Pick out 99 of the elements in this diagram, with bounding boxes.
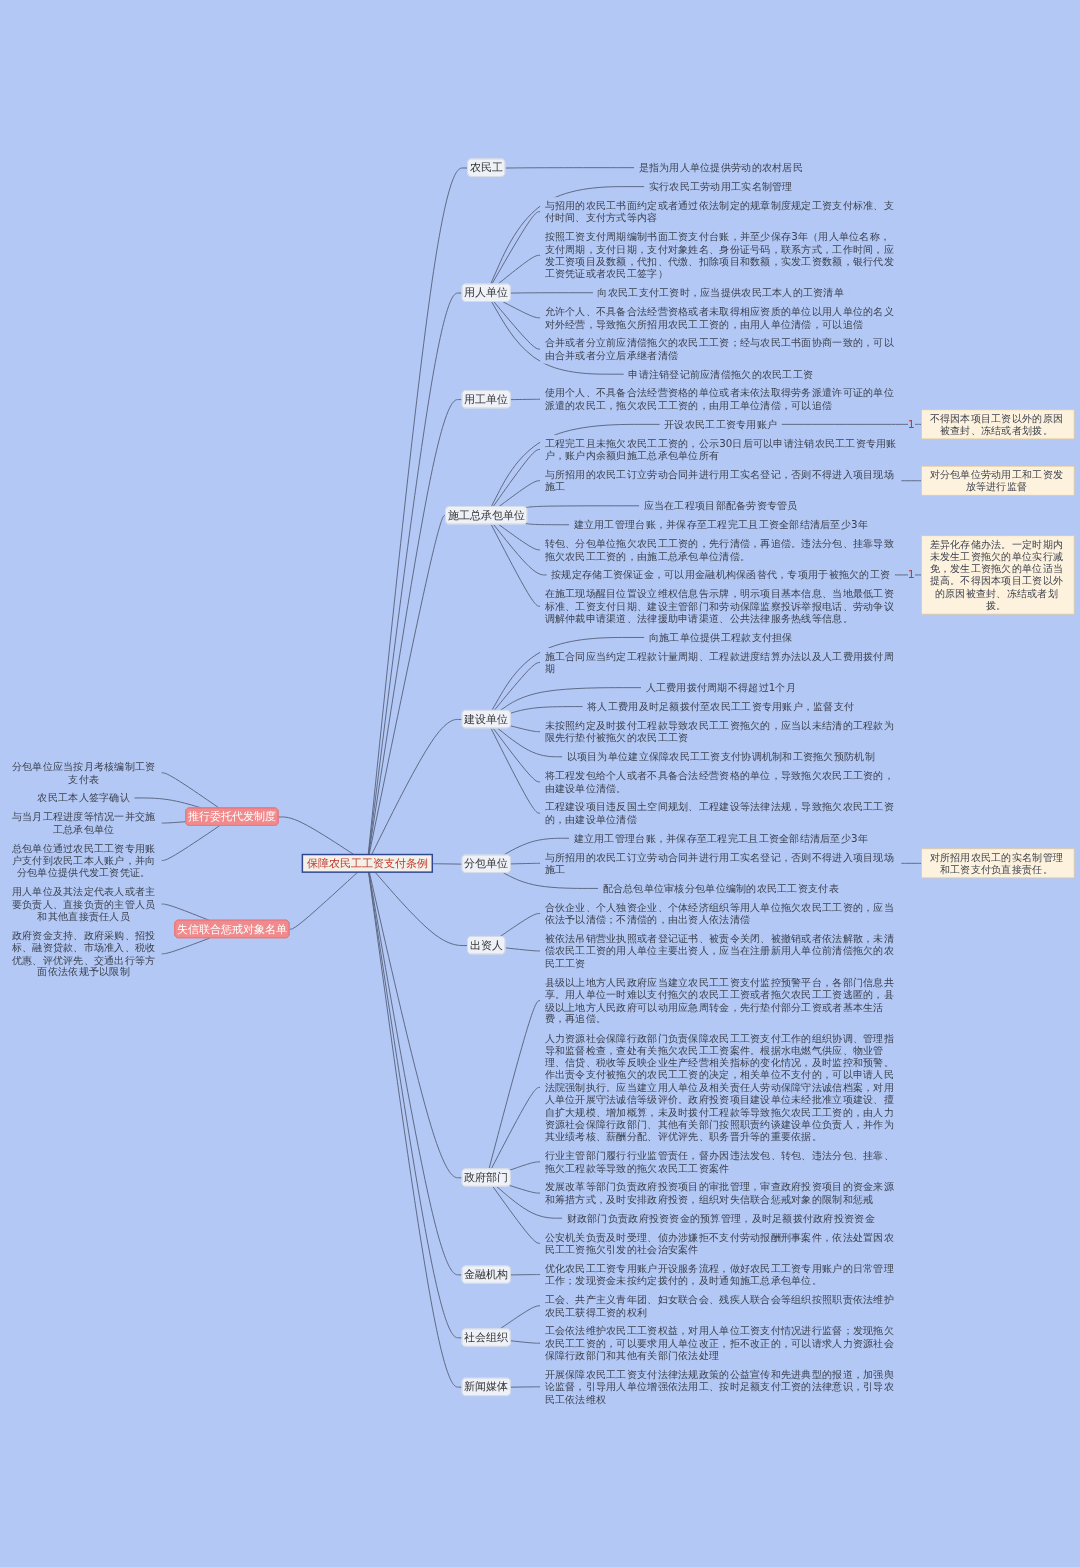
connector	[498, 524, 541, 551]
node-text: 将人工费用及时足额拨付至农民工工资专用账户，监督支付	[587, 700, 855, 713]
connector	[371, 719, 463, 856]
node-box	[301, 854, 433, 874]
connector	[490, 186, 645, 286]
connector	[490, 424, 661, 508]
connector	[510, 863, 541, 865]
connector	[510, 1386, 541, 1388]
connector	[492, 449, 541, 508]
node-text: 人力资源社会保障行政部门负责保障农民工工资支付工作的组织协调、管理指导和监督检查，查处有关拖欠农民工工资案件。根据水电燃气供应、物业管理、信贷、税收等反映企业生产经营相关指标的变化情况，及时监控和预警。作出责令支付被拖欠的农民工工资的决定，相关单位不支付的，可以申请人民法院强制执行。应当建立用人单位及相关责任人劳动保障守法诚信档案，对用人单位开展守法诚信等级评价。政府投资项目建设单位未经批准立项建设、擅自扩大规模、增加概算，未及时拨付工程款等导致拖欠农民工工资的，由人力资源社会保障行政部门、其他有关部门按照职责约谈建设单位负责人，并作为其业绩考核、薪酬分配、评优评先、职务晋升等的重要依据。	[544, 1032, 894, 1143]
node-text: 工程完工且未拖欠农民工工资的，公示30日后可以申请注销农民工工资专用账户，账户内余额归施工总承包单位所有	[544, 437, 897, 462]
node-text: 公安机关负责及时受理、侦办涉嫌拒不支付劳动报酬刑事案件，依法处置因农民工工资拖欠引发的社会治安案件	[544, 1231, 894, 1256]
connector	[161, 825, 220, 862]
connector	[510, 292, 594, 294]
connector	[490, 1087, 541, 1170]
connector	[368, 399, 463, 856]
node-text: 以项目为单位建立保障农民工工资支付协调机制和工资拖欠预防机制	[566, 750, 875, 763]
node-text: 未按照约定及时拨付工程款导致农民工工资拖欠的，应当以未结清的工程款为限先行垫付被拖欠的农民工工资	[544, 719, 894, 744]
node-text: 总包单位通过农民工工资专用账户支付到农民工本人账户，并向分包单位提供代发工资凭证。	[11, 842, 156, 879]
connector	[289, 871, 359, 931]
connector	[525, 505, 640, 509]
connector	[496, 1186, 563, 1219]
node-text: 建立用工管理台账，并保存至工程完工且工资全部结清后至少3年	[573, 832, 868, 845]
node-text: 工程建设项目违反国土空间规划、工程建设等法律法规，导致拖欠农民工工资的，由建设单位清偿	[544, 801, 894, 826]
node-text: 应当在工程项目部配备劳资专管员	[643, 499, 798, 512]
connector	[781, 424, 922, 426]
connector	[491, 211, 541, 286]
connector	[490, 728, 541, 814]
node-text: 施工合同应当约定工程款计量周期、工程款进度结算办法以及人工费用拨付周期	[544, 650, 894, 675]
connector	[497, 728, 563, 758]
node-text: 人工费用拨付周期不得超过1个月	[645, 681, 796, 694]
connector	[367, 167, 469, 856]
node-box	[921, 848, 1075, 879]
connector	[367, 292, 463, 856]
node-text: 县级以上地方人民政府应当建立农民工工资支付监控预警平台，各部门信息共享。用人单位一时难以支付拖欠的农民工工资或者拖欠农民工工资逃匿的，县级以上地方人民政府可以动用应急周转金，先行垫付部分工资或者基本生活费，再追偿。	[544, 976, 894, 1026]
connector	[502, 301, 541, 319]
node-text: 按规定存储工资保证金，可以用金融机构保函替代，专项用于被拖欠的工资	[551, 569, 891, 581]
connector	[499, 687, 642, 712]
node-text: 被依法吊销营业执照或者登记证书、被责令关闭、被撤销或者依法解散，未清偿农民工工资的用人单位主要出资人，应当在注册新用人单位前清偿拖欠的农民工工资	[544, 932, 894, 970]
node-text: 实行农民工劳动用工实名制管理	[648, 180, 793, 193]
node-text: 建立用工管理台账，并保存至工程完工且工资全部结清后至少3年	[573, 518, 868, 531]
connector	[278, 816, 355, 856]
node-text: 合并或者分立前应清偿拖欠的农民工工资；经与农民工书面协商一致的，可以由合并或者分立后承继者清偿	[544, 337, 894, 362]
connector	[493, 301, 541, 350]
node-text: 与所招用的农民工订立劳动合同并进行用工实名登记，否则不得进入项目现场施工	[544, 468, 894, 493]
connector	[510, 399, 541, 401]
node-text: 与所招用的农民工订立劳动合同并进行用工实名登记，否则不得进入项目现场施工	[544, 851, 894, 876]
node-text: 转包、分包单位拖欠农民工工资的，先行清偿，再追偿。违法分包、挂靠导致拖欠农民工工资的，由施工总承包单位清偿。	[544, 537, 894, 562]
connector	[374, 871, 469, 947]
node-box	[921, 466, 1075, 496]
node-text: 工会依法维护农民工工资权益，对用人单位工资支付情况进行监督；发现拖欠农民工工资的，可以要求用人单位改正，拒不改正的，可以请求人力资源社会保障行政部门和其他有关部门依法处理	[544, 1325, 894, 1362]
connector	[900, 480, 922, 482]
connector	[161, 772, 220, 809]
connector	[498, 480, 541, 508]
connector	[368, 515, 447, 856]
node-text: 农民工本人签字确认	[37, 792, 130, 804]
connector	[504, 947, 541, 952]
connector	[497, 255, 541, 286]
connector	[368, 871, 463, 1179]
node-text: 合伙企业、个人独资企业、个体经济组织等用人单位拖欠农民工工资的，应当依法予以清偿；不清偿的，由出资人依法清偿	[544, 901, 894, 926]
node-text: 行业主管部门履行行业监管责任，督办因违法发包、转包、违法分包、挂靠、拖欠工程款等导致的拖欠农民工工资案件	[544, 1149, 894, 1174]
connector	[161, 821, 187, 824]
connector	[491, 301, 625, 375]
connector	[509, 1161, 541, 1171]
connector	[510, 1274, 541, 1276]
node-text: 优化农民工工资专用账户开设服务流程，做好农民工工资专用账户的日常管理工作；发现资金未按约定拨付的，及时通知施工总承包单位。	[544, 1262, 894, 1287]
connector	[900, 863, 922, 865]
node-text: 开设农民工工资专用账户	[664, 418, 778, 431]
node-text: 申请注销登记前应清偿拖欠的农民工工资	[628, 368, 814, 381]
connector	[894, 574, 922, 576]
connector	[492, 1186, 541, 1245]
node-text: 按照工资支付周期编制书面工资支付台账，并至少保存3年（用人单位名称，支付周期，支付日期，支付对象姓名、身份证号码，联系方式，工作时间，应发工资项目及数额，代扣、代缴、扣除项目和数额，实发工资数额，银行代发工资凭证或者农民工签字）	[544, 230, 894, 280]
connector	[504, 167, 635, 169]
node-box	[921, 535, 1075, 615]
connector	[510, 706, 584, 714]
node-text: 在施工现场醒目位置设立维权信息告示牌，明示项目基本信息、当地最低工资标准、工资支付日期、建设主管部门和劳动保障监察投诉举报电话、劳动争议调解仲裁申请渠道、法律援助申请渠道、公共法律服务热线等信息。	[544, 588, 894, 625]
node-text: 使用个人、不具备合法经营资格的单位或者未依法取得劳务派遣许可证的单位派遣的农民工，拖欠农民工工资的，由用工单位清偿，可以追偿	[544, 387, 894, 412]
connector	[510, 1340, 541, 1344]
connector	[490, 524, 541, 607]
edge-label: 1	[907, 417, 915, 432]
node-text: 用人单位及其法定代表人或者主要负责人、直接负责的主管人员和其他直接责任人员	[11, 885, 156, 923]
node-text: 财政部门负责政府投资资金的预算管理，及时足额拨付政府投资资金	[566, 1212, 875, 1225]
connector	[493, 662, 541, 712]
connector	[503, 872, 599, 890]
connector	[510, 725, 541, 733]
node-text: 工会、共产主义青年团、妇女联合会、残疾人联合会等组织按照职责依法维护农民工获得工资的权利	[544, 1293, 894, 1318]
edge-label: 1	[907, 568, 915, 582]
node-text: 政府资金支持、政府采购、招投标、融资贷款、市场准入、税收优惠、评优评先、交通出行等方面依法依规予以限制	[11, 929, 156, 979]
node-text: 分包单位应当按月考核编制工资支付表	[11, 760, 156, 785]
node-text: 发展改革等部门负责政府投资项目的审批管理，审查政府投资项目的资金来源和筹措方式，及时安排政府投资，组织对失信联合惩戒对象的限制和惩戒	[544, 1181, 894, 1206]
connector	[493, 524, 548, 576]
node-text: 与当月工程进度等情况一并交施工总承包单位	[11, 811, 156, 836]
connector	[499, 913, 541, 938]
connector	[509, 1185, 541, 1194]
connector	[502, 838, 570, 857]
node-text: 是指为用人单位提供劳动的农村居民	[638, 161, 803, 174]
node-text: 开展保障农民工工资支付法律法规政策的公益宣传和先进典型的报道，加强舆论监督，引导用人单位增强依法用工、按时足额支付工资的法律意识，引导农民工依法维权	[544, 1368, 894, 1406]
connector	[491, 637, 645, 712]
node-text: 允许个人、不具备合法经营资格或者未取得相应资质的单位以用人单位的名义对外经营，导致拖欠所招用农民工工资的，由用人单位清偿，可以追偿	[544, 305, 894, 330]
